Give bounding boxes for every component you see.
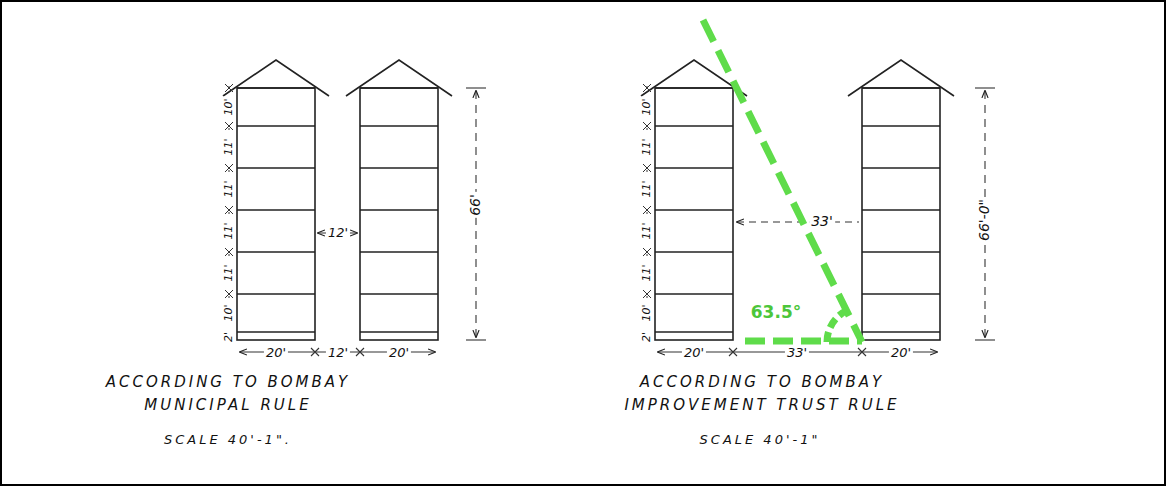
floor-height: 11' [223, 136, 235, 157]
floor-line [655, 251, 733, 253]
floor-line [360, 167, 438, 169]
gap-dimension: 33' [809, 214, 835, 229]
floor-height: 2' [223, 330, 235, 344]
floor-line [360, 125, 438, 127]
floor-line [655, 125, 733, 127]
floor-line [655, 293, 733, 295]
tick-mark [225, 248, 233, 256]
floor-line [360, 331, 438, 333]
floor-line [862, 209, 940, 211]
width-dimension: 20' [889, 346, 913, 360]
tick-mark [225, 290, 233, 298]
floor-line [862, 293, 940, 295]
floor-line [237, 125, 315, 127]
gap-dimension: 12' [326, 226, 350, 240]
floor-line [655, 87, 733, 89]
floor-line [360, 87, 438, 89]
floor-line [360, 251, 438, 253]
floor-line [237, 293, 315, 295]
floor-line [237, 87, 315, 89]
roof [641, 60, 747, 96]
width-dimension: 20' [387, 346, 411, 360]
floor-ticks [225, 84, 651, 342]
floor-line [862, 87, 940, 89]
floor-height: 11' [223, 220, 235, 241]
floor-height: 11' [641, 220, 653, 241]
floor-line [862, 331, 940, 333]
floor-line [237, 209, 315, 211]
roof [346, 60, 452, 96]
floor-line [237, 167, 315, 169]
floor-line [237, 251, 315, 253]
floor-line [862, 125, 940, 127]
roof [848, 60, 954, 96]
dimension-lines [240, 88, 995, 356]
tick-mark [225, 164, 233, 172]
floor-line [862, 251, 940, 253]
tick-mark [225, 122, 233, 130]
floor-line [237, 331, 315, 333]
floor-height: 10' [641, 96, 653, 117]
tick-mark [225, 84, 233, 92]
floor-line [655, 167, 733, 169]
tick-mark [225, 206, 233, 214]
floor-line [862, 167, 940, 169]
buildings [223, 60, 954, 340]
floor-height: 2' [641, 330, 653, 344]
caption: ACCORDING TO BOMBAY IMPROVEMENT TRUST RU… [590, 371, 934, 418]
tick-mark [643, 164, 651, 172]
floor-line [360, 293, 438, 295]
building-outline [862, 88, 940, 340]
floor-height: 10' [223, 96, 235, 117]
building-outline [655, 88, 733, 340]
width-dimension: 20' [682, 346, 706, 360]
floor-height: 11' [641, 262, 653, 283]
floor-height: 11' [223, 262, 235, 283]
tick-mark [643, 290, 651, 298]
tick-mark [643, 122, 651, 130]
roof [223, 60, 329, 96]
floor-height: 11' [641, 136, 653, 157]
tick-mark [643, 248, 651, 256]
width-dimension: 20' [264, 346, 288, 360]
angle-overlay [703, 20, 862, 342]
floor-height: 10' [641, 302, 653, 323]
floor-line [655, 209, 733, 211]
building-outline [237, 88, 315, 340]
floor-height: 11' [641, 178, 653, 199]
floor-height: 10' [223, 302, 235, 323]
scale-note: SCALE 40'-1". [162, 433, 294, 447]
caption: ACCORDING TO BOMBAY MUNICIPAL RULE [91, 371, 365, 418]
height-dimension: 66' [468, 192, 483, 218]
scale-note: SCALE 40'-1" [698, 433, 823, 447]
floor-line [360, 209, 438, 211]
height-dimension: 66'-0" [977, 197, 992, 243]
floor-height: 11' [223, 178, 235, 199]
width-dimension: 12' [326, 346, 350, 360]
tick-mark [643, 206, 651, 214]
building-outline [360, 88, 438, 340]
angle-label: 63.5° [749, 303, 803, 322]
width-dimension: 33' [785, 346, 809, 360]
tick-mark [643, 84, 651, 92]
floor-line [655, 331, 733, 333]
